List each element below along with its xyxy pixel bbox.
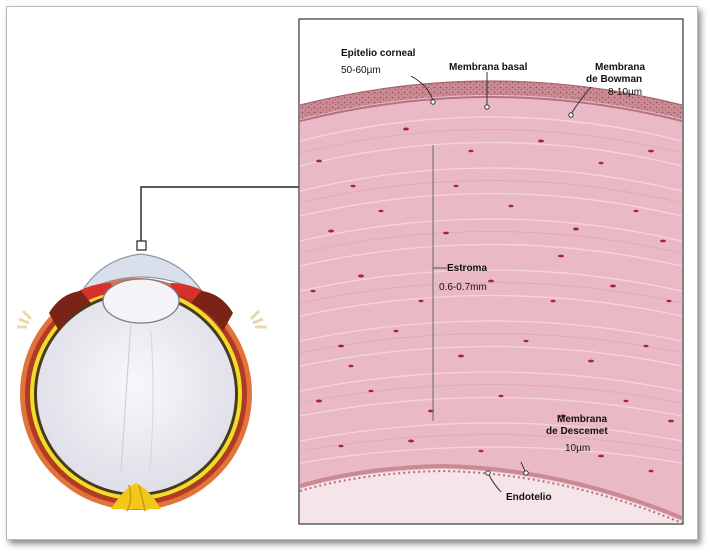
leader-lines: [410, 72, 592, 493]
label-bowman-line1: Membrana: [595, 62, 646, 73]
eyeball-section: [17, 253, 267, 512]
bowman-membrane: [300, 96, 682, 122]
label-epitelio-corneal: Epitelio corneal: [341, 48, 416, 59]
descemet-membrane: [300, 463, 682, 520]
figure-frame: Epitelio corneal 50-60µm Membrana basal …: [6, 6, 698, 540]
marker-dots: [430, 99, 574, 476]
label-descemet-line2: de Descemet: [546, 426, 608, 437]
label-descemet-size: 10µm: [565, 443, 591, 454]
keratocytes: [310, 127, 674, 473]
optic-nerve: [111, 483, 161, 509]
label-membrana-basal: Membrana basal: [449, 62, 528, 73]
below-endothelium: [300, 469, 682, 523]
label-estroma: Estroma: [447, 263, 488, 274]
stroma-layer: [300, 95, 682, 521]
label-bowman-size: 8-10µm: [608, 87, 643, 98]
label-descemet-line1: Membrana: [557, 414, 608, 425]
label-epitelio-size: 50-60µm: [341, 65, 381, 76]
label-endotelio: Endotelio: [506, 492, 552, 503]
label-bowman-line2: de Bowman: [586, 74, 643, 85]
cornea-layers: [300, 80, 682, 523]
zoom-marker: [136, 240, 147, 251]
vitreous-body: [37, 295, 235, 493]
endothelium-layer: [300, 469, 682, 523]
zoom-connector: [136, 186, 300, 251]
crystalline-lens: [102, 278, 180, 324]
stroma-lamellae: [300, 116, 682, 464]
label-estroma-size: 0.6-0.7mm: [439, 282, 487, 293]
